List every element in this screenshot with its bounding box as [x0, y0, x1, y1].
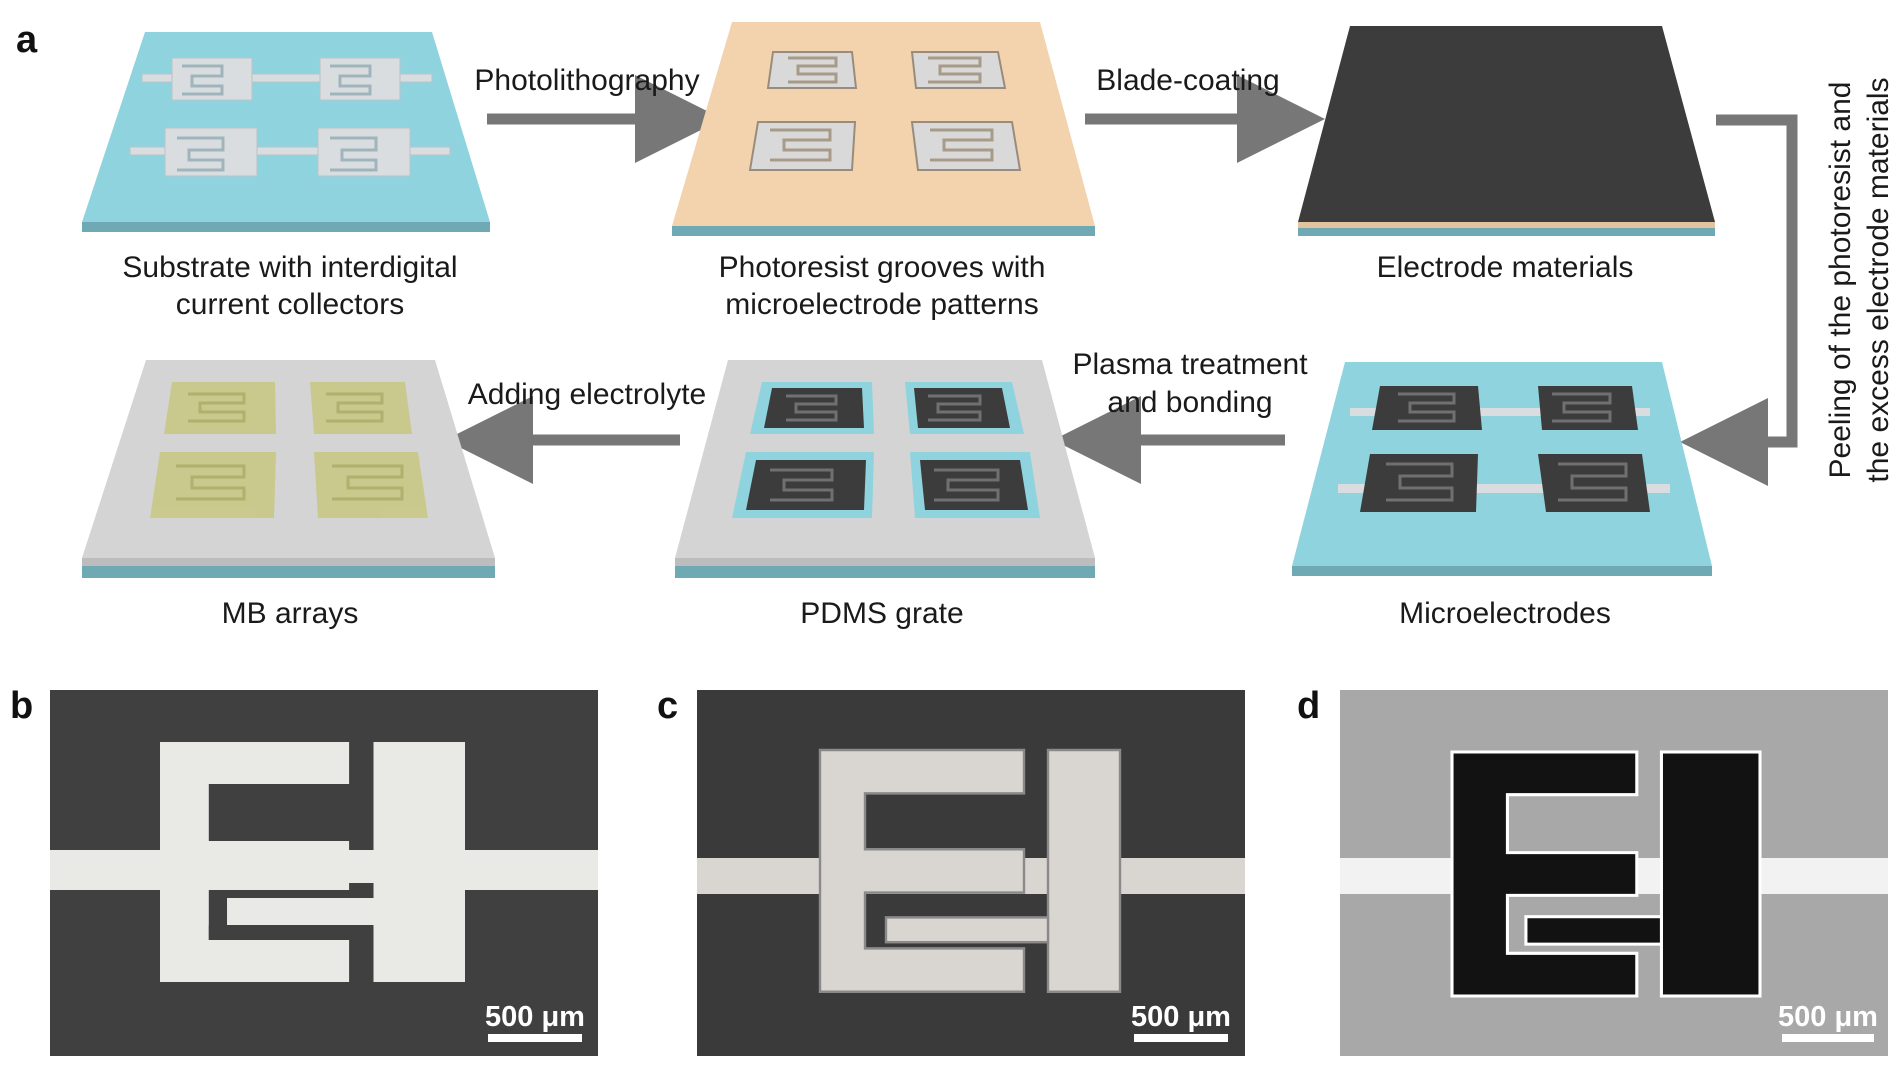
step-adding-electrolyte: Adding electrolyte: [468, 378, 706, 411]
caption-photoresist-1: Photoresist grooves with: [719, 251, 1046, 284]
step-peeling-2: the excess electrode materials: [1862, 77, 1895, 482]
photoresist-stage: [672, 22, 1095, 236]
electrode-stage: [1298, 26, 1715, 236]
panel-label-a: a: [16, 19, 38, 61]
caption-pdms: PDMS grate: [800, 597, 963, 630]
arrow-peeling: [1680, 114, 1798, 486]
caption-substrate-1: Substrate with interdigital: [122, 251, 457, 284]
caption-mb-arrays: MB arrays: [222, 597, 359, 630]
step-photolithography: Photolithography: [474, 64, 699, 97]
step-peeling-1: Peeling of the photoresist and: [1824, 82, 1857, 479]
step-plasma-2: and bonding: [1107, 386, 1272, 419]
substrate-stage: [82, 32, 490, 232]
step-plasma-1: Plasma treatment: [1072, 348, 1308, 381]
panel-label-b: b: [10, 685, 33, 727]
caption-electrode: Electrode materials: [1377, 251, 1634, 284]
scalebar-b-label: 500 μm: [485, 1001, 585, 1033]
caption-microelectrodes: Microelectrodes: [1399, 597, 1611, 630]
micrograph-b: [50, 690, 598, 1056]
microelectrodes-stage: [1292, 362, 1712, 576]
caption-photoresist-2: microelectrode patterns: [725, 288, 1038, 321]
caption-substrate-2: current collectors: [176, 288, 404, 321]
pdms-stage: [675, 360, 1095, 578]
micrograph-d: [1340, 690, 1888, 1056]
micrograph-c: [697, 690, 1245, 1056]
panel-label-d: d: [1297, 685, 1320, 727]
scalebar-d-label: 500 μm: [1778, 1001, 1878, 1033]
panel-label-c: c: [657, 685, 678, 727]
step-blade-coating: Blade-coating: [1096, 64, 1279, 97]
mb-stage: [82, 360, 495, 578]
scalebar-c-label: 500 μm: [1131, 1001, 1231, 1033]
